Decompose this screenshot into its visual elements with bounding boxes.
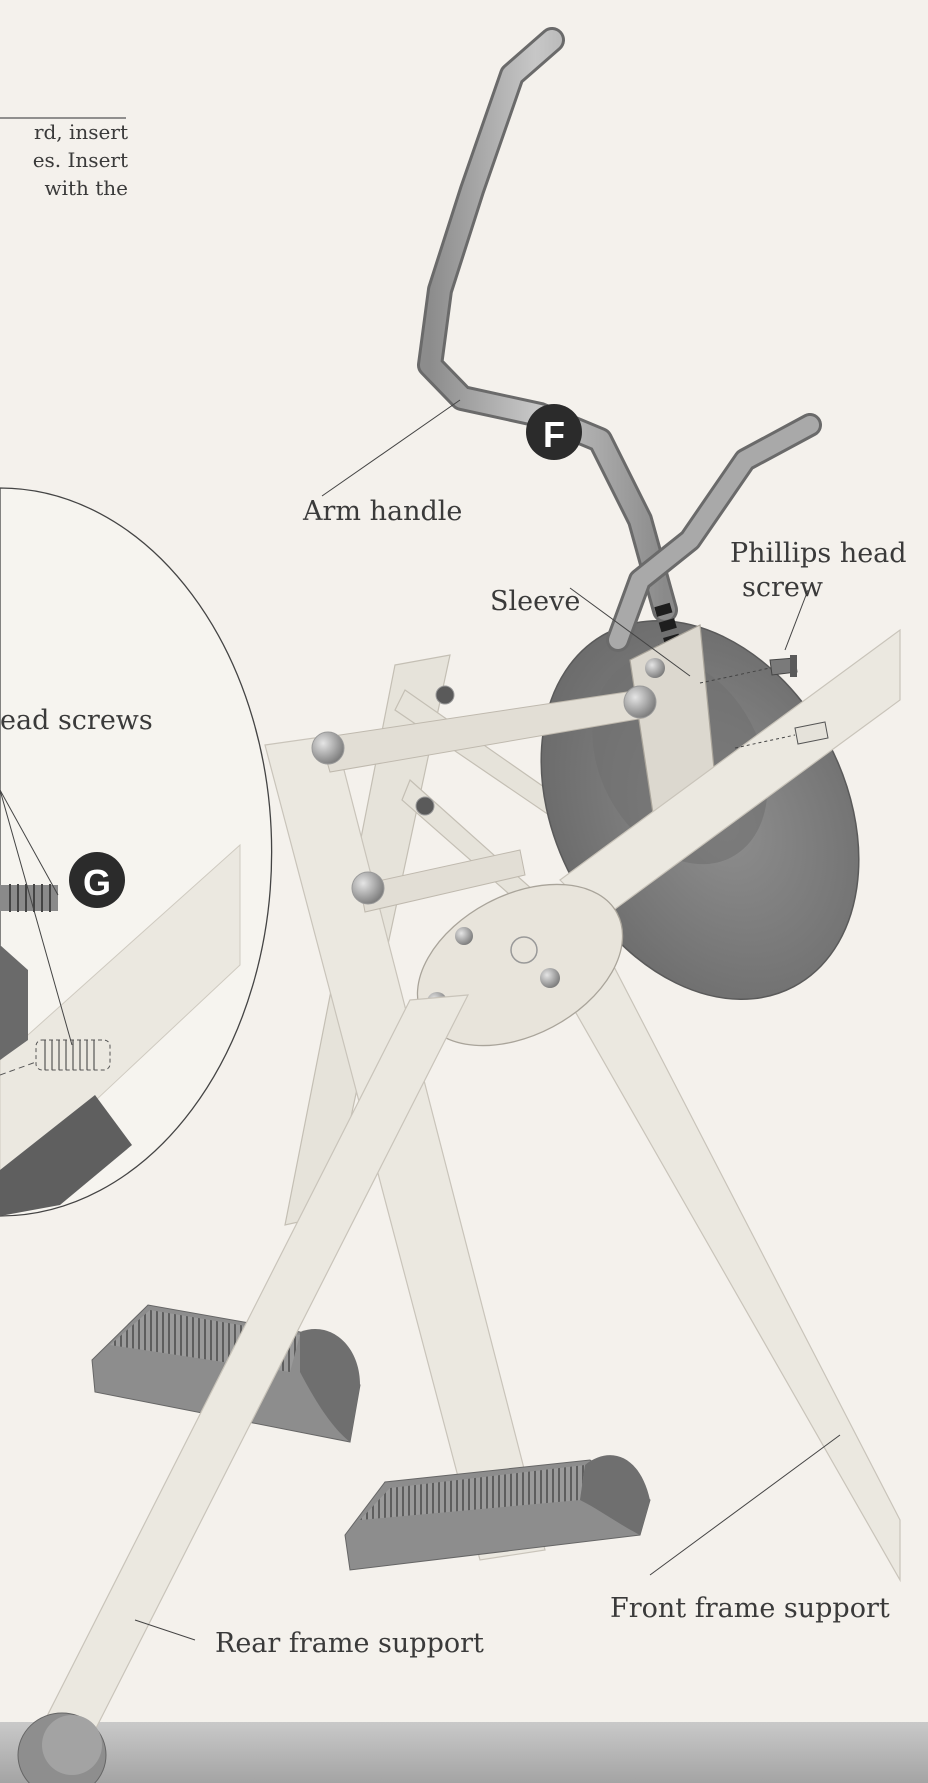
spring-screw-icon <box>0 884 58 912</box>
step-instruction-text: rd, insert es. Insert with the <box>0 118 128 202</box>
badge-f: F <box>526 404 582 460</box>
label-arm-handle: Arm handle <box>303 496 462 527</box>
badge-g: G <box>69 852 125 908</box>
step-text-line: with the <box>0 174 128 202</box>
floor-band <box>0 1722 928 1783</box>
label-sleeve: Sleeve <box>490 586 580 617</box>
badge-f-label: F <box>543 414 565 455</box>
label-phillips-head-screw-2: screw <box>742 572 823 603</box>
label-phillips-head-screw-1: Phillips head <box>730 538 907 569</box>
label-head-screws: ead screws <box>0 705 153 736</box>
arm-handle-tube <box>430 40 665 610</box>
step-text-line: es. Insert <box>0 146 128 174</box>
label-front-frame-support: Front frame support <box>610 1593 890 1624</box>
step-text-line: rd, insert <box>0 118 128 146</box>
inset-detail-circle <box>0 488 272 1216</box>
badge-g-label: G <box>83 862 111 903</box>
label-rear-frame-support: Rear frame support <box>215 1628 484 1659</box>
